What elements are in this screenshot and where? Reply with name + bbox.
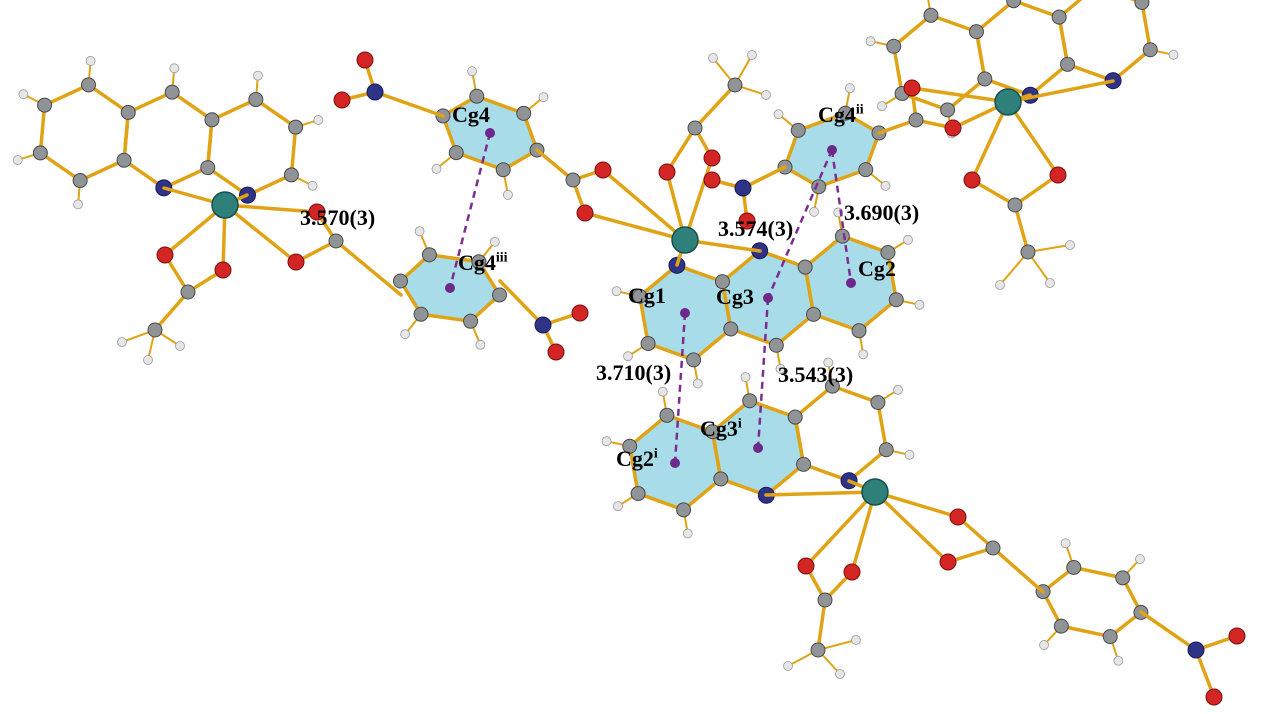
oxygen-atoms — [156, 51, 1246, 706]
contact-cg1-cg2i — [673, 312, 687, 464]
contact-cg4-cg4iii — [448, 132, 492, 289]
centroid-cg2i — [670, 458, 680, 468]
centroid-label-cg1: Cg1 — [628, 283, 666, 308]
centroid-label-cg4: Cg4 — [452, 102, 490, 127]
centroid-label-cg4ii: Cg4ii — [818, 102, 864, 127]
distance-label-cg3-cg3i: 3.543(3) — [778, 362, 854, 387]
contact-cg4ii-cg2 — [830, 149, 853, 284]
distance-label-cg4ii-cg2: 3.690(3) — [844, 200, 920, 225]
centroid-label-cg3i: Cg3i — [700, 416, 742, 441]
centroid-cg2 — [846, 278, 856, 288]
distance-label-cg1-cg2i: 3.710(3) — [596, 360, 672, 385]
metal-atom-central — [671, 226, 699, 254]
distance-label-cg4-cg4iii: 3.570(3) — [300, 205, 376, 230]
centroid-label-cg3: Cg3 — [716, 284, 754, 309]
phen-top-right — [856, 0, 1188, 152]
pi-contacts — [448, 132, 853, 464]
centroid-cg4 — [485, 128, 495, 138]
centroid-cg1 — [680, 308, 690, 318]
metal-atom-lower — [861, 478, 889, 506]
centroid-cg3i — [753, 443, 763, 453]
centroid-cg4iii — [445, 283, 455, 293]
centroid-cg3 — [763, 293, 773, 303]
metal-atom-top-right — [994, 88, 1022, 116]
contact-cg4ii-cg3 — [766, 149, 834, 299]
distance-label-cg4ii-cg3: 3.574(3) — [718, 216, 794, 241]
ring-benzoate-bottom — [1022, 533, 1162, 671]
hydrogen-atoms — [117, 50, 1075, 679]
ring-centroids — [445, 128, 856, 468]
centroid-cg4ii — [827, 145, 837, 155]
phen-left — [7, 48, 329, 232]
centroid-label-cg2i: Cg2i — [616, 446, 658, 471]
contact-cg3-cg3i — [756, 297, 770, 449]
centroid-label-cg2: Cg2 — [858, 256, 896, 281]
centroid-label-cg4iii: Cg4iii — [458, 250, 508, 275]
metal-atom-left — [211, 191, 239, 219]
bonds — [121, 54, 1239, 699]
nitrogen-atoms — [366, 83, 1205, 659]
carbon-atoms — [147, 77, 1036, 658]
metal-atoms — [211, 88, 1022, 506]
